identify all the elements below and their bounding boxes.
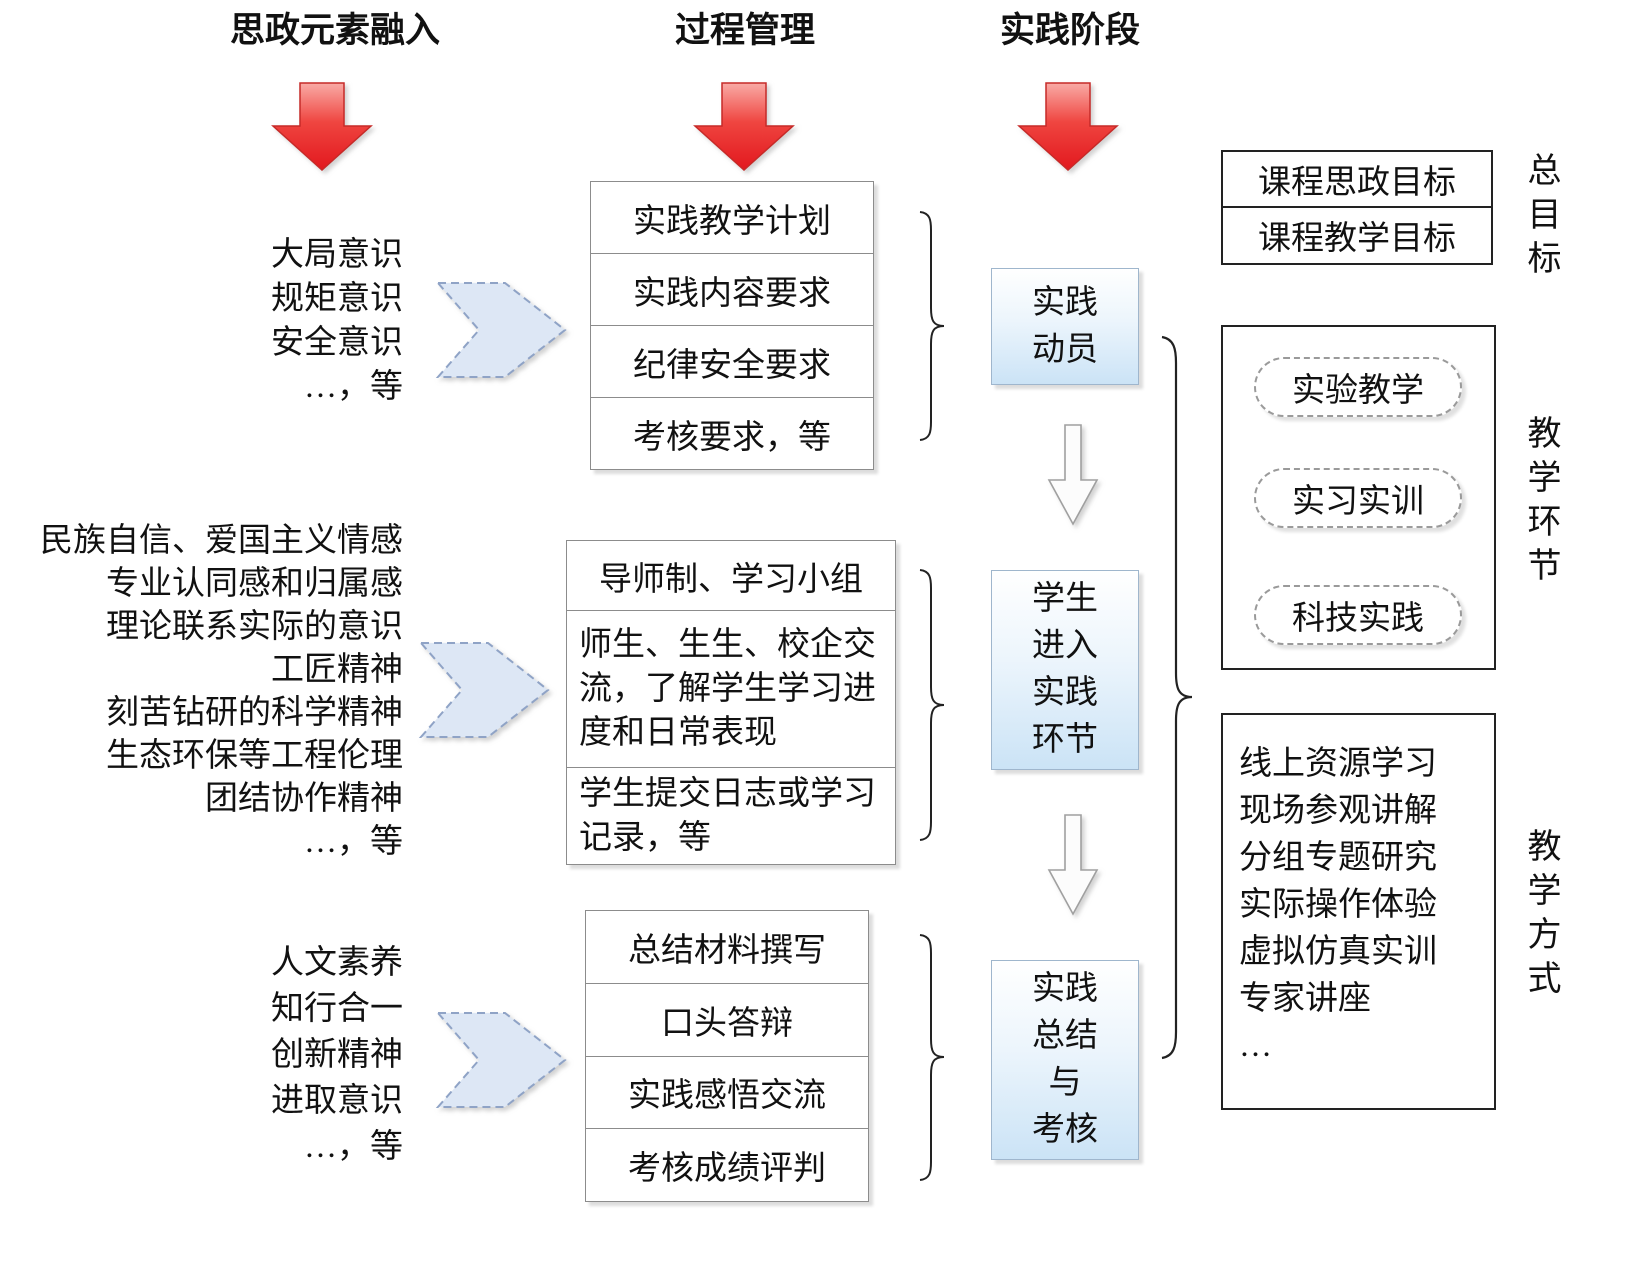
process-row: 实践感悟交流 — [586, 1057, 868, 1130]
goal-row-ideology: 课程思政目标 — [1223, 152, 1491, 208]
process-row: 总结材料撰写 — [586, 911, 868, 984]
goal-row-teaching: 课程教学目标 — [1258, 221, 1456, 258]
process-box-mobilization: 实践教学计划 实践内容要求 纪律安全要求 考核要求，等 — [590, 181, 874, 470]
process-box-practice: 导师制、学习小组 师生、生生、校企交流，了解学生学习进度和日常表现 学生提交日志… — [566, 540, 896, 865]
hollow-down-arrow-2 — [1047, 814, 1099, 916]
link-internship-training: 实习实训 — [1254, 468, 1462, 528]
ideology-block-2: 民族自信、爱国主义情感 专业认同感和归属感 理论联系实际的意识 工匠精神 刻苦钻… — [40, 523, 403, 860]
label-teaching-methods: 教学方式 — [1522, 828, 1559, 1004]
brace-3 — [919, 934, 945, 1181]
ideology-block-1: 大局意识 规矩意识 安全意识 …，等 — [271, 237, 403, 405]
dashed-right-arrow-2 — [418, 642, 550, 738]
brace-1 — [919, 211, 945, 441]
dashed-right-arrow-3 — [435, 1012, 567, 1108]
brace-2 — [919, 569, 945, 841]
process-row: 口头答辩 — [586, 984, 868, 1057]
dashed-right-arrow-1 — [435, 282, 567, 378]
teaching-methods-list: 线上资源学习 现场参观讲解 分组专题研究 实际操作体验 虚拟仿真实训 专家讲座 … — [1239, 746, 1437, 1064]
header-ideology-elements: 思政元素融入 — [229, 11, 440, 50]
teaching-methods-box: 线上资源学习 现场参观讲解 分组专题研究 实际操作体验 虚拟仿真实训 专家讲座 … — [1221, 713, 1496, 1110]
stage-box-summary-assessment: 实践 总结 与 考核 — [991, 960, 1139, 1160]
link-experiment-teaching: 实验教学 — [1254, 357, 1462, 417]
overall-goal-box: 课程思政目标 课程教学目标 — [1221, 150, 1493, 265]
process-row: 学生提交日志或学习记录，等 — [579, 776, 876, 856]
brace-main — [1161, 335, 1193, 1060]
label-overall-goal: 总目标 — [1522, 152, 1559, 284]
process-row: 导师制、学习小组 — [567, 541, 895, 611]
header-process-management: 过程管理 — [674, 11, 815, 50]
red-down-arrow-2 — [693, 82, 795, 172]
red-down-arrow-1 — [271, 82, 373, 172]
process-row: 考核要求，等 — [633, 419, 831, 456]
ideology-block-3: 人文素养 知行合一 创新精神 进取意识 …，等 — [271, 945, 403, 1165]
stage-box-mobilization: 实践 动员 — [991, 268, 1139, 385]
red-down-arrow-3 — [1017, 82, 1119, 172]
label-teaching-links: 教学环节 — [1522, 415, 1559, 591]
process-row: 实践教学计划 — [591, 182, 873, 254]
hollow-down-arrow-1 — [1047, 424, 1099, 526]
process-row: 师生、生生、校企交流，了解学生学习进度和日常表现 — [567, 611, 895, 768]
process-box-summary: 总结材料撰写 口头答辩 实践感悟交流 考核成绩评判 — [585, 910, 869, 1202]
stage-box-student-practice: 学生 进入 实践 环节 — [991, 570, 1139, 770]
process-row: 考核成绩评判 — [628, 1151, 826, 1188]
process-row: 实践内容要求 — [591, 254, 873, 326]
header-practice-stage: 实践阶段 — [999, 11, 1140, 50]
link-sci-tech-practice: 科技实践 — [1254, 585, 1462, 645]
process-row: 纪律安全要求 — [591, 326, 873, 398]
